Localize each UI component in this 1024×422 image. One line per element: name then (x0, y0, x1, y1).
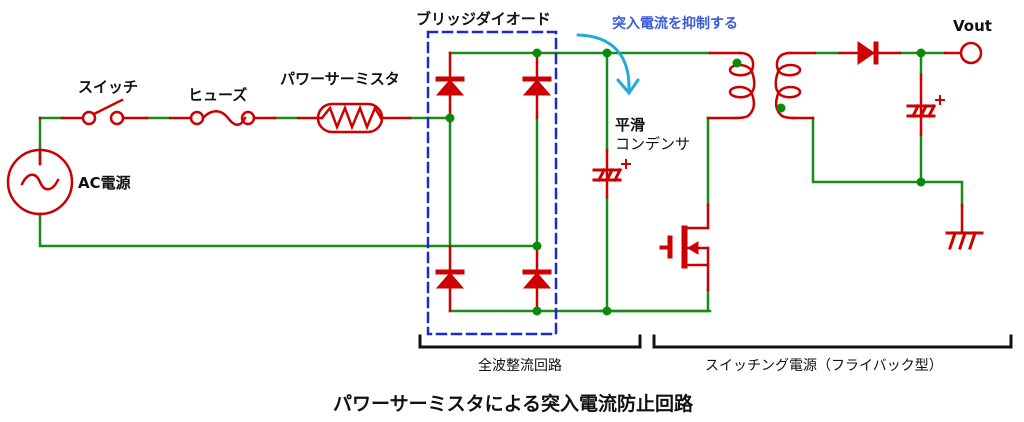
switch-symbol (60, 98, 149, 126)
inrush-arrow (576, 33, 640, 96)
thermistor-label: パワーサーミスタ (280, 70, 400, 88)
transformer-symbol (706, 51, 817, 120)
section-label-rectifier: 全波整流回路 (478, 358, 562, 374)
switch-label: スイッチ (78, 78, 139, 96)
vout-terminal (959, 41, 983, 65)
section-label-switching: スイッチング電源（フライバック型） (705, 358, 943, 374)
inrush-note: 突入電流を抑制する (612, 16, 738, 32)
smoothing-cap-label-1: 平滑 (615, 116, 646, 134)
smoothing-cap-label-2: コンデンサ (615, 135, 691, 153)
component-fills (435, 41, 879, 289)
wires (38, 51, 964, 313)
bridge-diode-label: ブリッジダイオード (416, 10, 551, 28)
electrolytic-cap-glyphs (592, 103, 937, 183)
bridge-diode-box (426, 30, 558, 336)
vout-label: Vout (953, 17, 992, 35)
ac-source-label: AC電源 (78, 174, 131, 192)
thermistor-symbol (296, 102, 412, 134)
junction-nodes (445, 48, 926, 316)
components (6, 41, 983, 313)
diagram-title: パワーサーミスタによる突入電流防止回路 (333, 393, 694, 415)
ac-source-symbol (6, 116, 74, 216)
plus-marks (621, 95, 945, 169)
ground-icon (945, 231, 984, 250)
fuse-label: ヒューズ (188, 86, 248, 104)
fuse-symbol (168, 110, 277, 126)
section-brackets (418, 334, 1013, 349)
